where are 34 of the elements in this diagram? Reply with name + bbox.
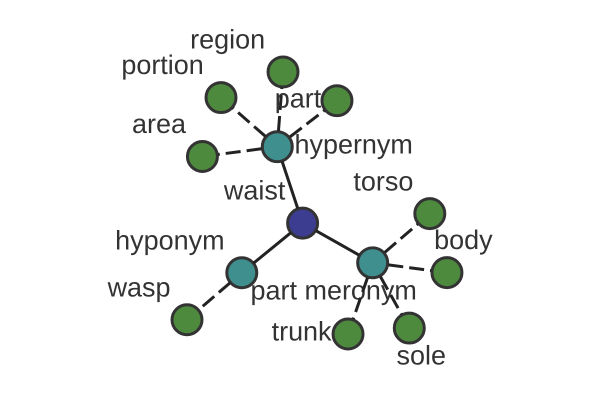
node-label: waist <box>223 176 285 206</box>
node-circle <box>392 312 426 345</box>
connector <box>314 229 360 256</box>
connector <box>280 160 299 209</box>
node-label: torso <box>352 166 413 196</box>
node-label: sole <box>396 340 446 371</box>
connector <box>383 222 418 254</box>
connector <box>231 106 266 138</box>
node-label: area <box>131 109 186 140</box>
node-circle <box>286 206 319 240</box>
node-circle <box>356 246 389 280</box>
node-circle <box>412 197 446 230</box>
node-label: wasp <box>107 272 170 302</box>
node-label: part <box>274 83 321 114</box>
node-label: hyponym <box>114 225 224 256</box>
connector <box>388 263 431 272</box>
connector <box>276 88 283 131</box>
node-circle <box>266 55 300 88</box>
connector <box>288 109 325 138</box>
node-circle <box>170 303 203 336</box>
connector <box>378 276 402 315</box>
node-label: hypernym <box>294 129 412 160</box>
connector <box>351 277 368 320</box>
node-circle <box>331 318 364 350</box>
connector <box>218 147 262 156</box>
node-circle <box>430 256 463 290</box>
node-label: trunk <box>271 316 332 347</box>
node-circle <box>185 140 218 173</box>
node-circle <box>204 81 237 114</box>
node-circle <box>260 130 294 164</box>
node-circle <box>320 84 353 118</box>
connector <box>252 232 292 264</box>
node-label: body <box>434 225 492 256</box>
node-label: part meronym <box>250 275 416 306</box>
